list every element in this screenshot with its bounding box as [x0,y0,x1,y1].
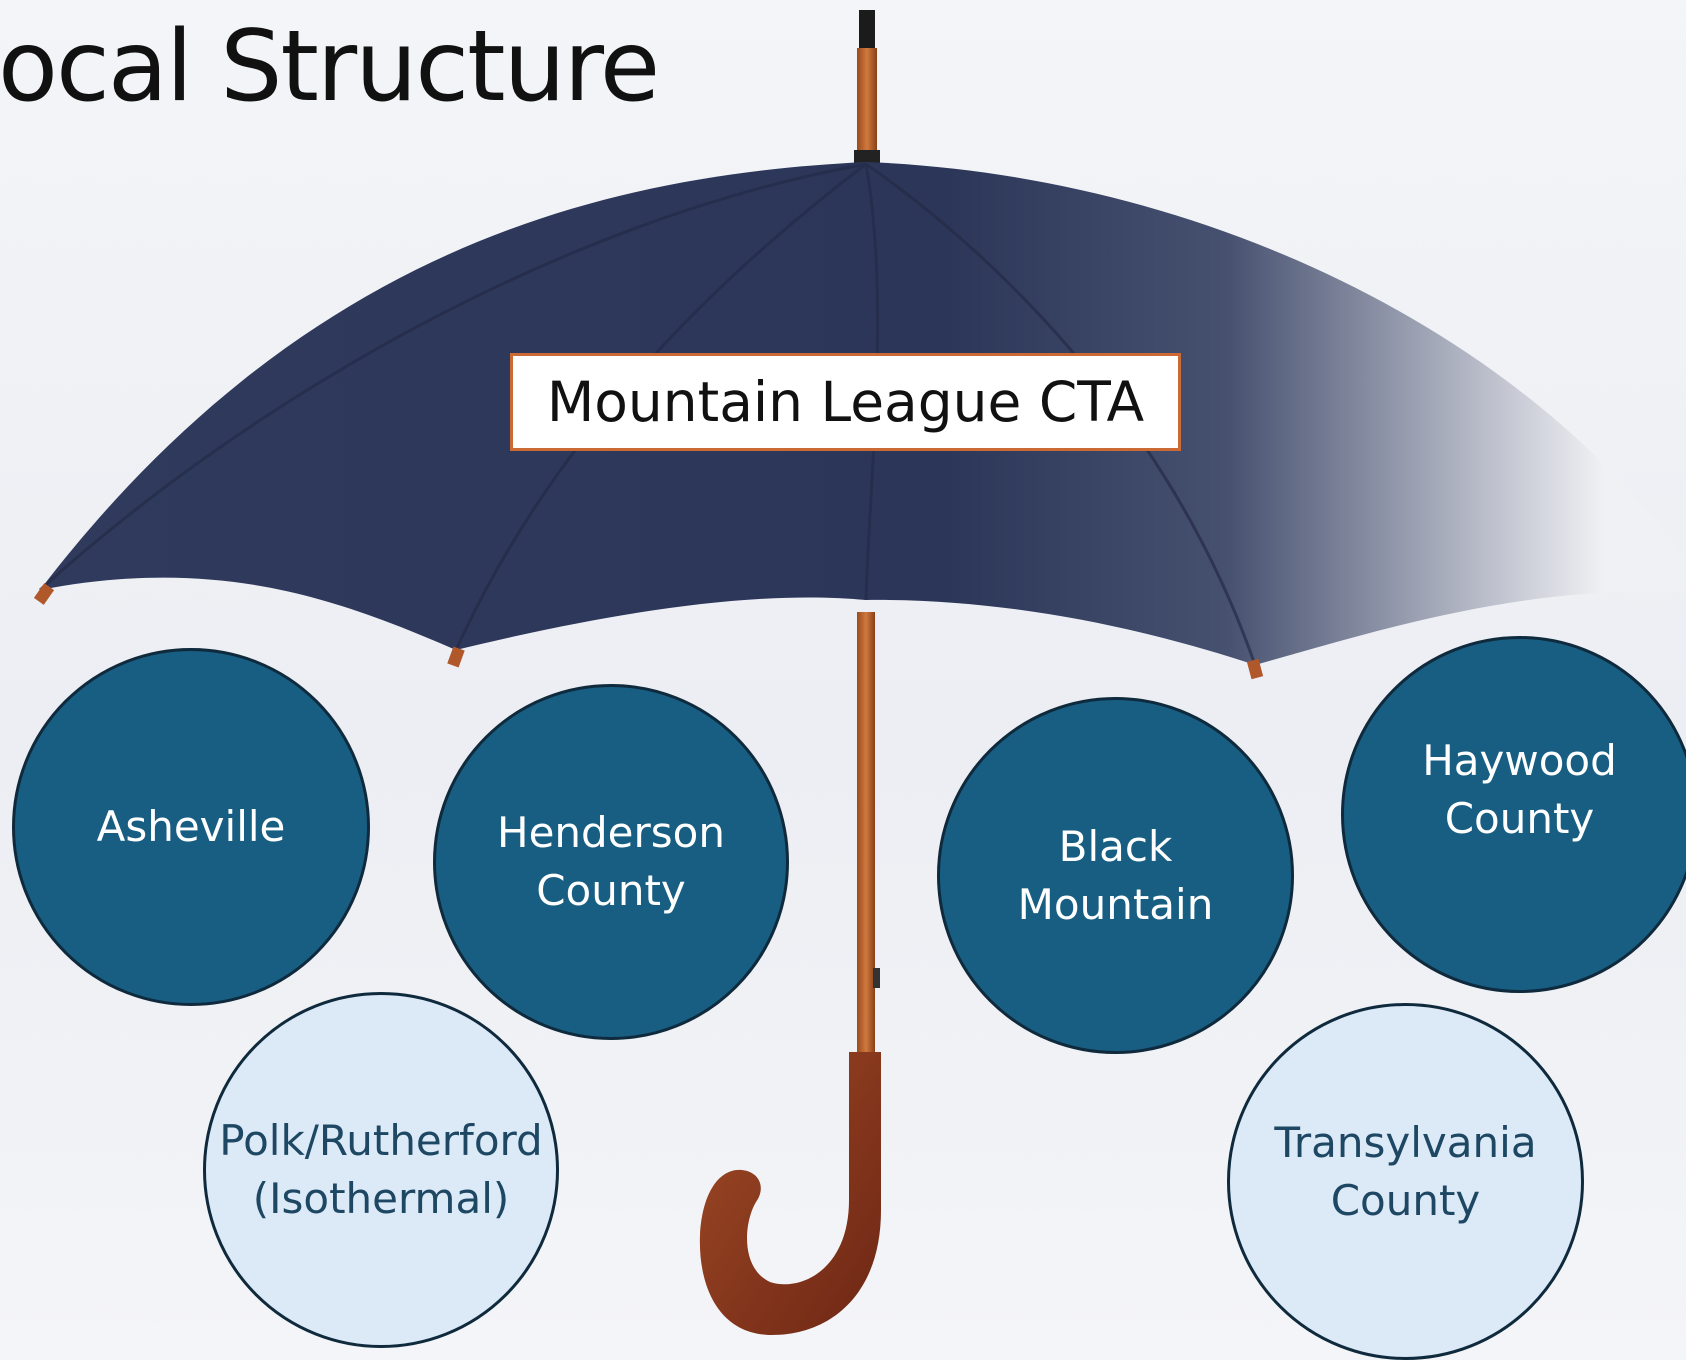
umbrella-label: Mountain League CTA [510,353,1181,451]
local-name: Henderson County [496,808,725,915]
local-name: Polk/Rutherford (Isothermal) [219,1116,543,1223]
local-name: Haywood County [1422,735,1617,843]
local-name: Transylvania County [1274,1117,1537,1225]
local-name: Asheville [96,802,286,851]
local-circle-haywood-county: Haywood County [1341,636,1686,993]
shaft-latch [873,968,880,988]
local-circle-henderson-county: Henderson County [433,684,789,1040]
local-circle-black-mountain: Black Mountain [937,697,1294,1054]
local-circle-polk-rutherford: Polk/Rutherford (Isothermal) [203,992,559,1348]
local-name: Black Mountain [1017,821,1214,929]
umbrella-handle [699,1052,881,1335]
rib-tips [33,583,1264,680]
umbrella-shaft [857,612,875,1052]
local-circle-transylvania-county: Transylvania County [1227,1003,1584,1360]
slide-title: ocal Structure [0,10,660,124]
local-circle-asheville: Asheville [12,648,370,1006]
umbrella-tip [854,10,880,164]
